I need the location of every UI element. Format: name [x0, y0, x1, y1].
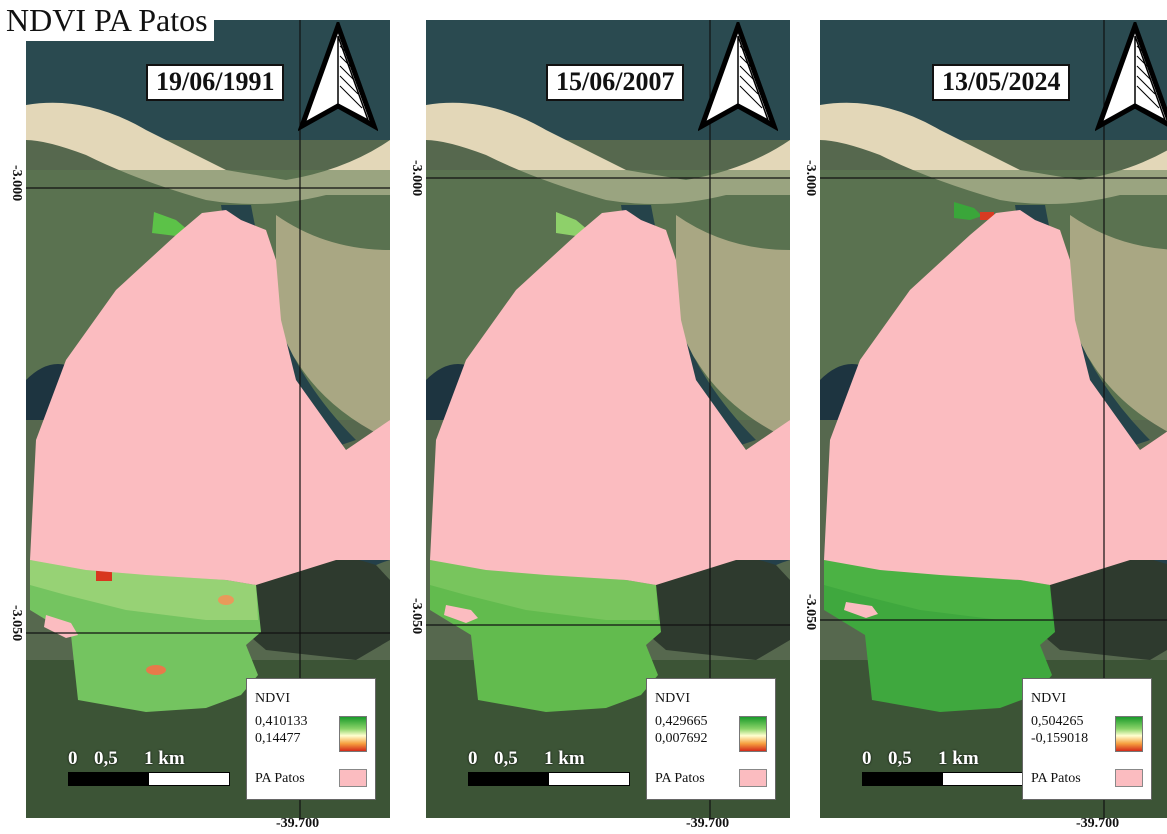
pa-legend-label: PA Patos [1031, 771, 1081, 786]
ndvi-max-value: 0,504265 [1031, 714, 1084, 729]
ndvi-min-value: -0,159018 [1031, 731, 1089, 746]
scale-bar [862, 772, 1024, 786]
legend-title: NDVI [655, 691, 690, 706]
ndvi-max-value: 0,429665 [655, 714, 708, 729]
lon-label-3: -39.700 [1076, 816, 1120, 831]
pa-legend-label: PA Patos [655, 771, 705, 786]
north-arrow-icon [298, 22, 378, 132]
lat-label-top-2: -3.000 [409, 160, 424, 197]
lon-label-2: -39.700 [686, 816, 730, 831]
pa-legend-label: PA Patos [255, 771, 305, 786]
ndvi-min-value: 0,14477 [255, 731, 301, 746]
scale-zero: 0 [468, 748, 478, 769]
north-arrow-icon [1095, 22, 1167, 132]
scale-half: 0,5 [94, 748, 118, 769]
date-label: 19/06/1991 [146, 64, 285, 101]
scale-half: 0,5 [494, 748, 518, 769]
legend-title: NDVI [255, 691, 290, 706]
date-label: 13/05/2024 [932, 64, 1071, 101]
scale-one: 1 km [938, 748, 979, 769]
pa-legend-swatch [1115, 769, 1143, 787]
lat-label-top-3: -3.000 [803, 160, 818, 197]
ndvi-color-ramp [339, 716, 367, 752]
ndvi-color-ramp [1115, 716, 1143, 752]
lat-label-bottom-2: -3.050 [409, 598, 424, 635]
ndvi-color-ramp [739, 716, 767, 752]
lat-label-bottom-3: -3.050 [803, 594, 818, 631]
page-title: NDVI PA Patos [4, 2, 214, 41]
pa-legend-swatch [739, 769, 767, 787]
scale-zero: 0 [862, 748, 872, 769]
north-arrow-icon [698, 22, 778, 132]
lon-label-1: -39.700 [276, 816, 320, 831]
ndvi-max-value: 0,410133 [255, 714, 308, 729]
ndvi-min-value: 0,007692 [655, 731, 708, 746]
legend: NDVI 0,504265 -0,159018 PA Patos [1022, 678, 1152, 800]
date-label: 15/06/2007 [546, 64, 685, 101]
legend-title: NDVI [1031, 691, 1066, 706]
scale-one: 1 km [544, 748, 585, 769]
pa-legend-swatch [339, 769, 367, 787]
map-panel-2007[interactable]: 15/06/2007 0 0,5 1 km NDVI 0,429665 0,00… [426, 20, 790, 818]
map-panel-1991[interactable]: 19/06/1991 0 0,5 1 km NDVI 0,410133 0,14… [26, 20, 390, 818]
scale-bar [468, 772, 630, 786]
satellite-map [26, 20, 390, 818]
lat-label-top-1: -3.000 [9, 165, 24, 202]
lat-label-bottom-1: -3.050 [9, 605, 24, 642]
legend: NDVI 0,410133 0,14477 PA Patos [246, 678, 376, 800]
legend: NDVI 0,429665 0,007692 PA Patos [646, 678, 776, 800]
map-panel-2024[interactable]: 13/05/2024 0 0,5 1 km NDVI 0,504265 -0,1… [820, 20, 1167, 818]
scale-half: 0,5 [888, 748, 912, 769]
scale-one: 1 km [144, 748, 185, 769]
scale-bar [68, 772, 230, 786]
scale-zero: 0 [68, 748, 78, 769]
